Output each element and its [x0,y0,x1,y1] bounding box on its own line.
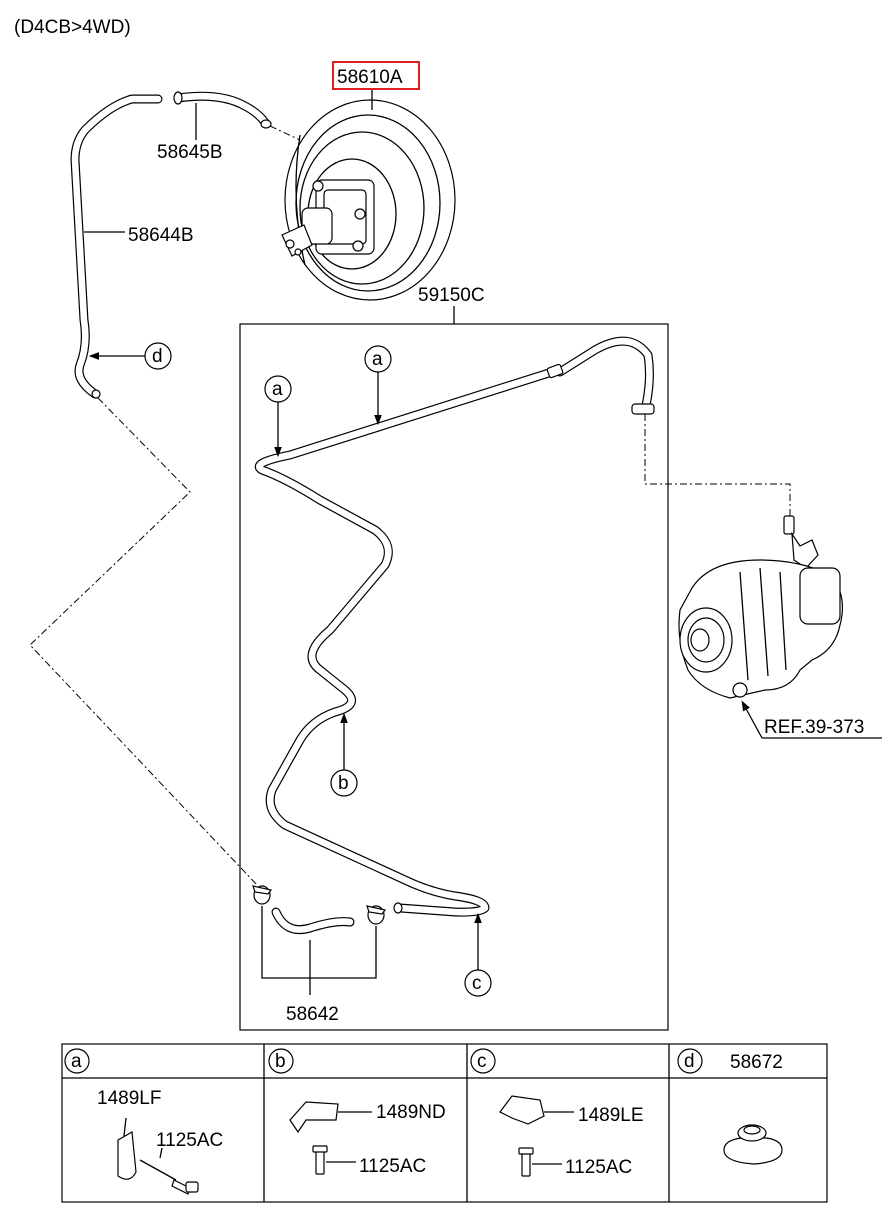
booster-highlight-box [332,61,420,90]
dashed-connection-left [29,397,259,887]
hose-top-callout[interactable]: 58645B [157,142,223,163]
marker-c-label: c [472,973,482,994]
legend-d-key: d [684,1051,695,1072]
legend-b-circle [268,1048,294,1074]
legend-a-part-2[interactable]: 1125AC [156,1130,223,1151]
legend-table [61,1043,828,1203]
legend-b-clip-icon [289,1101,372,1175]
top-hose[interactable] [173,91,272,129]
legend-b-key: b [275,1051,286,1072]
legend-a-part-1[interactable]: 1489LF [97,1088,161,1109]
marker-d-label: d [152,346,163,367]
marker-a-circle-2 [264,375,292,403]
hose-clamps-callout[interactable]: 58642 [286,1004,339,1025]
marker-a-circle-1 [364,345,392,373]
variant-label: (D4CB>4WD) [14,17,131,38]
left-vacuum-pipe[interactable] [70,94,163,399]
ref-callout[interactable]: REF.39-373 [764,717,864,738]
marker-b-circle [330,769,358,797]
dashed-connection-right [644,414,791,518]
brake-booster[interactable] [281,99,456,301]
marker-d-circle [144,342,172,370]
short-hose-with-clamps[interactable] [252,885,387,935]
legend-b-part-2[interactable]: 1125AC [359,1156,426,1177]
legend-a-key: a [71,1051,82,1072]
alternator-vacuum-pump[interactable] [678,515,843,699]
vacuum-pipe-frame [239,323,669,1031]
vacuum-pipe[interactable] [254,336,655,917]
marker-b-label: b [338,773,349,794]
legend-d-grommet-icon [723,1124,783,1165]
legend-b-part-1[interactable]: 1489ND [376,1102,446,1123]
vacuum-pipe-callout[interactable]: 59150C [418,285,485,306]
legend-c-circle [470,1048,496,1074]
legend-c-key: c [477,1051,487,1072]
marker-c-circle [464,969,492,997]
legend-a-circle [64,1048,90,1074]
legend-d-circle [677,1048,703,1074]
legend-d-part-1[interactable]: 58672 [730,1052,783,1073]
booster-callout[interactable]: 58610A [337,67,403,88]
marker-a-label-2: a [272,379,283,400]
legend-c-part-2[interactable]: 1125AC [565,1157,632,1178]
marker-a-label-1: a [372,349,383,370]
legend-c-part-1[interactable]: 1489LE [578,1105,644,1126]
legend-a-clip-icon [117,1117,199,1195]
pipe-left-callout[interactable]: 58644B [128,225,194,246]
legend-c-clip-icon [499,1095,574,1177]
